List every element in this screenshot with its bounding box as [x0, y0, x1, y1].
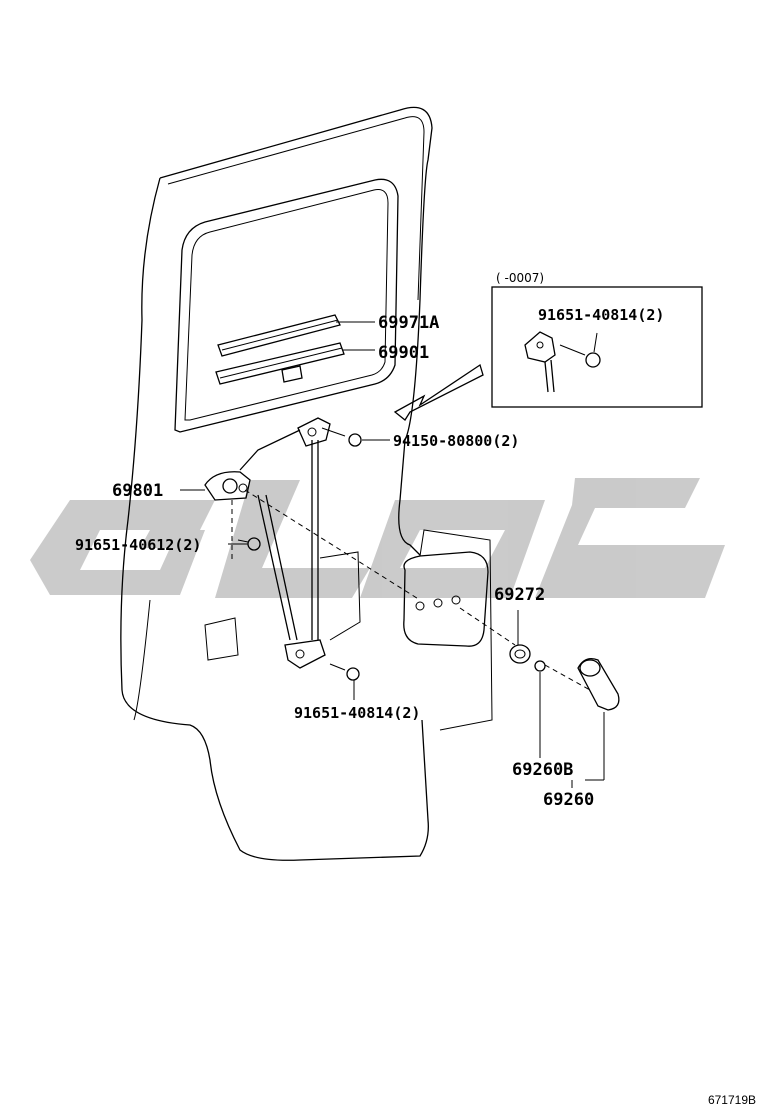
- part-label-91651-40814: 91651-40814(2): [294, 704, 420, 722]
- window-crank-handle-69260: [534, 657, 620, 711]
- inner-panel-cutout: [403, 529, 493, 731]
- part-label-69901: 69901: [378, 343, 429, 363]
- part-label-69801: 69801: [112, 481, 163, 501]
- window-glass: [174, 178, 399, 433]
- watermark-logo: [30, 478, 725, 598]
- window-regulator: [204, 417, 331, 669]
- inset-range-label: ( -0007): [496, 271, 544, 285]
- bolt-91651-40814-lower: [329, 663, 360, 681]
- detail-arrow: [393, 363, 484, 421]
- part-label-69260: 69260: [543, 790, 594, 810]
- bolt-94150: [321, 427, 362, 447]
- part-label-69272: 69272: [494, 585, 545, 605]
- drawing-number: 671719B: [708, 1093, 756, 1107]
- leader-lines: [180, 321, 605, 788]
- part-label-94150-80800: 94150-80800(2): [393, 432, 519, 450]
- part-label-69971a: 69971A: [378, 313, 439, 333]
- run-channel-69971a: [217, 314, 341, 357]
- inset-part-label: 91651-40814(2): [538, 306, 664, 324]
- inset-detail-box: [491, 286, 703, 408]
- inner-vent-box: [204, 551, 361, 661]
- regulator-bezel-69272: [509, 644, 531, 664]
- door-panel-outline: [120, 106, 433, 861]
- part-label-69260b: 69260B: [512, 760, 573, 780]
- run-channel-69901: [215, 342, 345, 385]
- part-label-91651-40612: 91651-40612(2): [75, 536, 201, 554]
